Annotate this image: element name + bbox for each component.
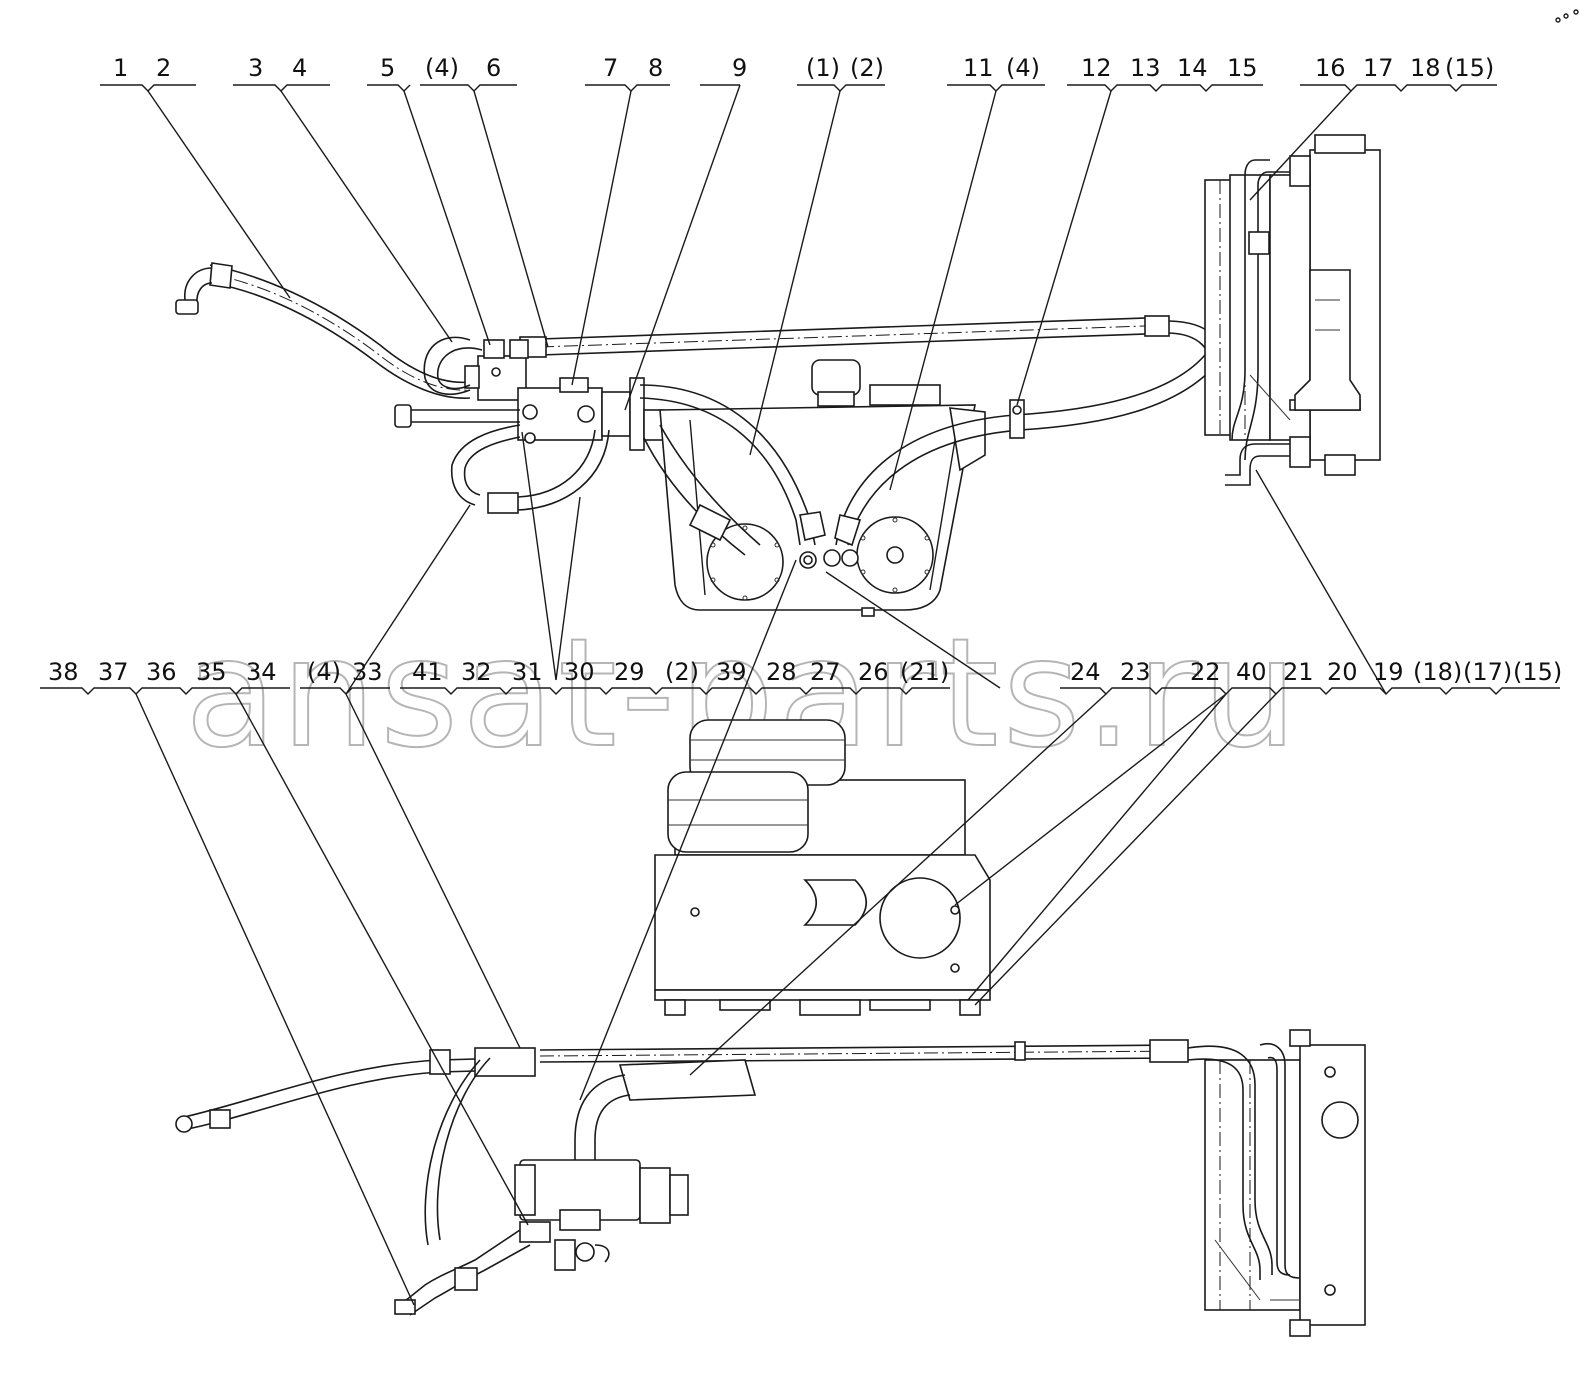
top-label: 16 [1315,54,1346,82]
bottom-row-labels: 38 37 36 35 34 (4) 33 41 32 31 30 29 (2)… [48,658,1562,686]
top-label: 1 [113,54,128,82]
oil-cooler-top [1204,134,1381,486]
pump-front-view [394,1057,757,1316]
top-label: 5 [380,54,395,82]
top-label: (4) [1006,54,1040,82]
suction-hose [643,424,761,556]
bottom-label: 36 [146,658,177,686]
bottom-label: 31 [512,658,543,686]
top-label: 12 [1081,54,1112,82]
top-label: 2 [156,54,171,82]
oil-cooler-front [1187,1029,1366,1337]
bottom-label: 27 [810,658,841,686]
bottom-label: 38 [48,658,79,686]
bottom-label: (17) [1463,658,1512,686]
corner-mark [1555,9,1579,23]
bottom-label: (4) [307,658,341,686]
top-row-labels: 1 2 3 4 5 (4) 6 7 8 9 (1) (2) 11 (4) 12 … [113,54,1494,82]
hose-33 [450,424,610,514]
bottom-label: 37 [98,658,129,686]
hose-1-2 [175,262,471,399]
valve-block [423,336,529,401]
top-label: 3 [248,54,263,82]
bottom-label: (2) [665,658,699,686]
bottom-label: 41 [412,658,443,686]
top-label: (1) [806,54,840,82]
bottom-label: 30 [564,658,595,686]
bottom-label: 24 [1070,658,1101,686]
bottom-label-underlines [40,687,1560,695]
bottom-label: 21 [1283,658,1314,686]
hose-bottom-long [175,1039,1189,1133]
bottom-label: 26 [858,658,889,686]
bottom-label: 22 [1190,658,1221,686]
top-label: 14 [1177,54,1208,82]
top-label: 9 [732,54,747,82]
top-label: 8 [648,54,663,82]
top-label: (2) [850,54,884,82]
bottom-label: (21) [900,658,949,686]
top-label: 6 [486,54,501,82]
leader-lines-bottom [135,469,1387,1306]
bottom-label: 19 [1373,658,1404,686]
bottom-label: 29 [614,658,645,686]
bottom-label: 23 [1120,658,1151,686]
top-label: 18 [1410,54,1441,82]
top-label: 11 [963,54,994,82]
tank-top-view [659,359,986,617]
hose-return [639,354,1221,547]
bottom-label: 32 [461,658,492,686]
bottom-label: 40 [1236,658,1267,686]
bottom-label: 39 [716,658,747,686]
top-label: 13 [1130,54,1161,82]
tank-front-view [654,719,991,1016]
bottom-label: 20 [1327,658,1358,686]
top-label: 7 [603,54,618,82]
bottom-label: (18) [1413,658,1462,686]
top-label: (4) [425,54,459,82]
bottom-label: 35 [196,658,227,686]
pump-block [394,377,665,451]
top-label: 17 [1363,54,1394,82]
bottom-label: (15) [1513,658,1562,686]
bottom-label: 28 [766,658,797,686]
top-label: (15) [1445,54,1494,82]
top-label: 4 [292,54,307,82]
top-label-underlines [100,84,1497,92]
bottom-label: 34 [246,658,277,686]
leader-lines-top [147,84,1352,695]
top-label: 15 [1227,54,1258,82]
